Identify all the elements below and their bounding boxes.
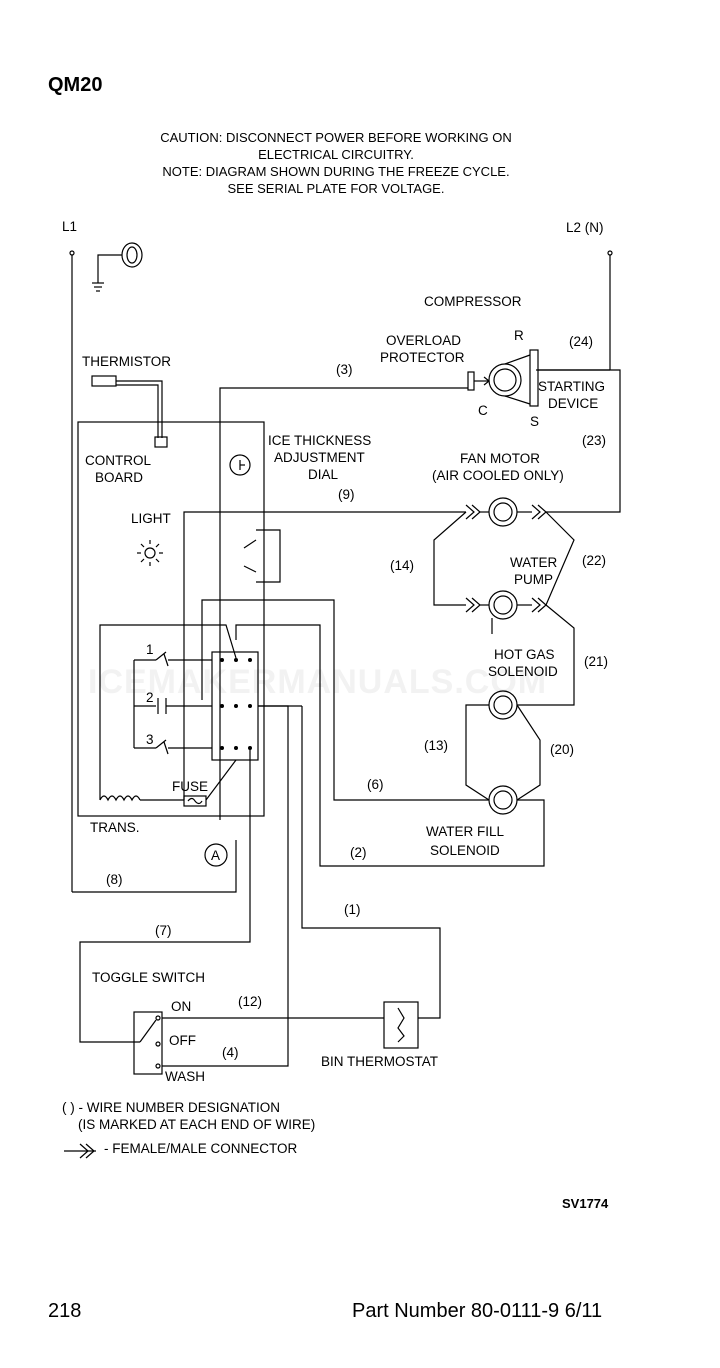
label-fill-2: SOLENOID [430,843,500,858]
note-line-2: SEE SERIAL PLATE FOR VOLTAGE. [227,181,445,196]
label-a: A [211,848,220,863]
wire-number-3: (3) [336,362,353,377]
label-light: LIGHT [131,511,171,526]
label-on: ON [171,999,191,1014]
label-ice-1: ICE THICKNESS [268,433,371,448]
wire-number-14: (14) [390,558,414,573]
label-relay-3: 3 [146,732,154,747]
wire-9 [183,511,466,800]
wire-number-24: (24) [569,334,593,349]
label-pump-1: WATER [510,555,557,570]
wire-number-21: (21) [584,654,608,669]
control-board [77,421,265,817]
label-overload-2: PROTECTOR [380,350,465,365]
label-relay-1: 1 [146,642,154,657]
ground-icon [92,242,143,292]
diagram-code: SV1774 [562,1196,609,1211]
wire-6 [201,599,489,801]
label-off: OFF [169,1033,196,1048]
legend-line-1: ( ) - WIRE NUMBER DESIGNATION [62,1100,280,1115]
label-fan-2: (AIR COOLED ONLY) [432,468,564,483]
page-number: 218 [48,1300,82,1322]
label-l2: L2 (N) [566,220,604,235]
note-line-1: NOTE: DIAGRAM SHOWN DURING THE FREEZE CY… [162,164,510,179]
label-fill-1: WATER FILL [426,824,504,839]
label-wash: WASH [165,1069,205,1084]
label-compressor: COMPRESSOR [424,294,522,309]
transformer-icon [99,795,141,802]
wire-14 [433,511,467,606]
wire-number-1: (1) [344,902,361,917]
page-title: QM20 [48,74,103,96]
label-s: S [530,414,539,429]
wire-number-6: (6) [367,777,384,792]
caution-line-2: ELECTRICAL CIRCUITRY. [258,147,414,162]
wire-3 [219,387,468,820]
thermistor-icon [91,375,117,387]
legend-line-2: (IS MARKED AT EACH END OF WIRE) [78,1117,315,1132]
wire-7 [79,748,251,1043]
part-number: Part Number 80-0111-9 6/11 [352,1300,603,1322]
relay-coil-icon [256,529,281,583]
label-bin-thermostat: BIN THERMOSTAT [321,1054,438,1069]
caution-line-1: CAUTION: DISCONNECT POWER BEFORE WORKING… [160,130,512,145]
contact-1-icon [155,651,167,661]
wire-23 [538,369,621,513]
wire-21 [517,604,575,706]
label-starting-2: DEVICE [548,396,598,411]
connector-icon [64,1143,96,1159]
contact-3-icon [155,739,167,749]
thermistor-lead [116,380,163,438]
label-toggle: TOGGLE SWITCH [92,970,205,985]
terminal-a-icon [204,843,228,867]
label-ice-3: DIAL [308,467,339,482]
l2-terminal [607,250,613,256]
bin-thermostat-icon [383,1001,419,1049]
fan-motor-icon [465,497,547,527]
light-icon [137,540,163,566]
compressor-icon [467,349,539,407]
label-hotgas-2: SOLENOID [488,664,558,679]
water-fill-solenoid-icon [488,785,518,815]
label-hotgas-1: HOT GAS [494,647,555,662]
label-pump-2: PUMP [514,572,553,587]
label-trans: TRANS. [90,820,140,835]
wire-1 [301,706,441,1019]
wire-number-2: (2) [350,845,367,860]
wire-20 [516,704,541,801]
label-c: C [478,403,488,418]
water-pump-icon [465,590,547,634]
wire-number-4: (4) [222,1045,239,1060]
wire-number-13: (13) [424,738,448,753]
wire-22 [545,511,575,606]
label-l1: L1 [62,219,77,234]
fuse-icon [183,795,207,807]
label-fan-1: FAN MOTOR [460,451,540,466]
label-relay-2: 2 [146,690,154,705]
wire-number-12: (12) [238,994,262,1009]
wire-number-20: (20) [550,742,574,757]
wire-13 [465,704,490,801]
watermark: ICEMAKERMANUALS.COM [88,663,547,701]
label-control-1: CONTROL [85,453,151,468]
label-overload-1: OVERLOAD [386,333,461,348]
label-ice-2: ADJUSTMENT [274,450,365,465]
label-control-2: BOARD [95,470,143,485]
label-r: R [514,328,524,343]
wire-number-22: (22) [582,553,606,568]
wire-8 [72,840,237,893]
wire-number-7: (7) [155,923,172,938]
wire-2 [235,624,545,867]
l1-terminal [69,250,75,256]
wire-number-8: (8) [106,872,123,887]
wire-number-9: (9) [338,487,355,502]
label-starting-1: STARTING [538,379,605,394]
toggle-switch [133,1011,163,1075]
legend-line-3: - FEMALE/MALE CONNECTOR [104,1141,298,1156]
wire-number-23: (23) [582,433,606,448]
dial-icon [229,454,251,476]
label-thermistor: THERMISTOR [82,354,171,369]
label-fuse: FUSE [172,779,208,794]
